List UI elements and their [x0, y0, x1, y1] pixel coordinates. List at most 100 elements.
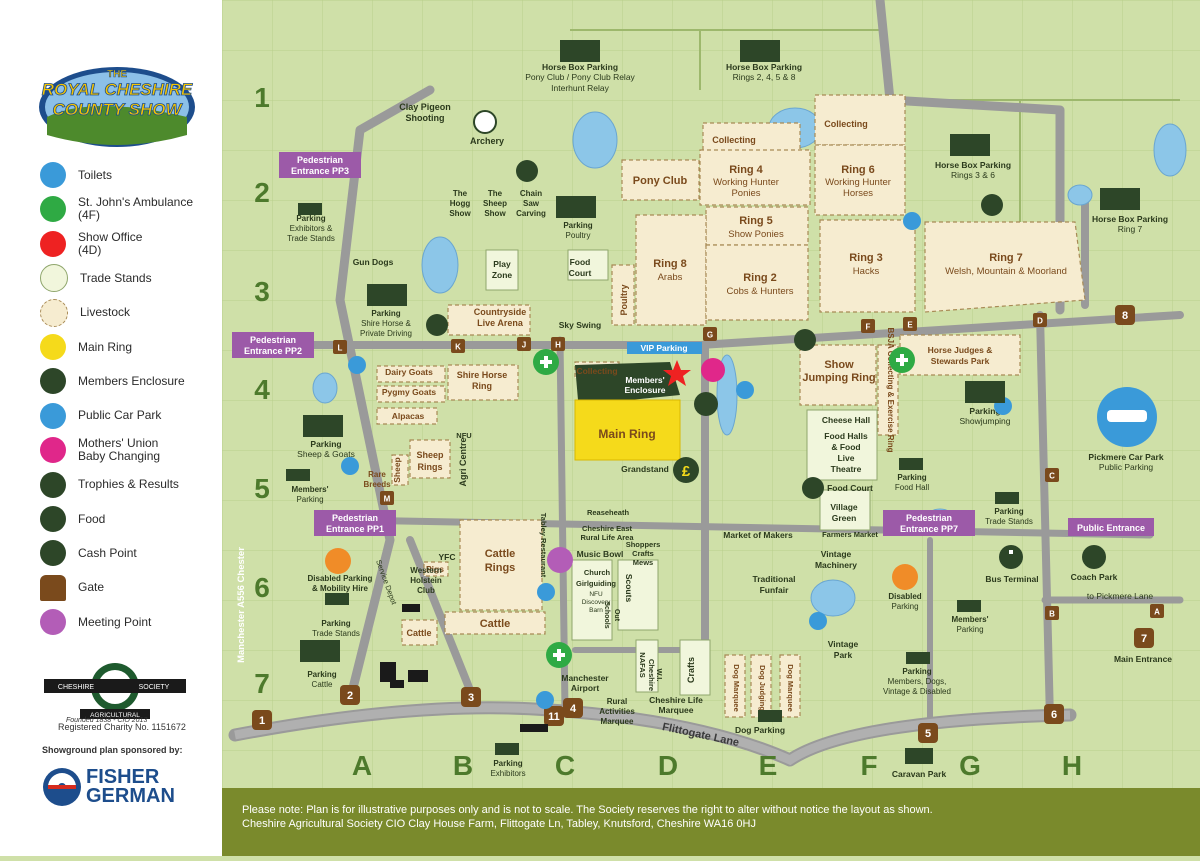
gate-number: 5 [925, 728, 931, 740]
map-label: Arabs [658, 272, 683, 283]
gate-letter-icon[interactable] [903, 317, 917, 331]
gate-letter: A [1154, 608, 1160, 617]
map-label: Parking [371, 309, 400, 318]
row-label: 3 [254, 276, 270, 307]
map-label: W.I. [655, 669, 664, 682]
map-label: Parking [969, 406, 1000, 416]
map-label: Enclosure [624, 385, 665, 395]
food-icon[interactable] [794, 329, 816, 351]
map-label: Parking [296, 495, 323, 504]
gate-letter: H [555, 341, 561, 350]
food-icon[interactable] [426, 314, 448, 336]
legend-label: Meeting Point [78, 614, 152, 629]
cash-point-icon[interactable] [673, 457, 699, 483]
toilets-icons [341, 212, 1012, 709]
map-label: to Pickmere Lane [1087, 591, 1153, 601]
map-label: Horse Box Parking [726, 62, 802, 72]
food-icon[interactable] [802, 477, 824, 499]
gate-letter: M [384, 495, 391, 504]
members-enclosure [575, 362, 680, 402]
legend-label: St. John's Ambulance(4F) [78, 195, 194, 223]
legend-label: Gate [78, 580, 105, 595]
baby-changing-icon [40, 437, 66, 464]
gate-icon [40, 574, 66, 601]
legend-item: Trophies & Results [40, 471, 179, 498]
map-icons: £ [286, 40, 1157, 764]
map-label: Poultry [619, 284, 629, 315]
gate-icon[interactable] [1115, 305, 1135, 325]
disabled-icon[interactable] [892, 564, 918, 590]
map-label: Pony Club / Pony Club Relay [525, 72, 635, 82]
trophy-icon[interactable] [694, 392, 718, 416]
star-icon[interactable] [663, 360, 691, 386]
row-label: 1 [254, 82, 270, 113]
disabled-icon[interactable] [325, 548, 351, 574]
map-label: Pigs [426, 564, 444, 574]
gate-icon[interactable] [461, 687, 481, 707]
gate-icon[interactable] [563, 698, 583, 718]
gate-letter-icon[interactable] [703, 327, 717, 341]
logo-text-1: THE [107, 69, 127, 80]
map-label: Barn [589, 607, 603, 614]
map-label: Live [837, 453, 854, 463]
gate-letter-icon[interactable] [1045, 468, 1059, 482]
map-label: Crafts [632, 549, 654, 558]
map-label: Food Halls [824, 431, 868, 441]
food-icon[interactable] [516, 160, 538, 182]
gate-icon[interactable] [544, 706, 564, 726]
gate-icon[interactable] [252, 710, 272, 730]
gate-number: 6 [1051, 709, 1057, 721]
gate-letter-icon[interactable] [1033, 313, 1047, 327]
map-label: Club [417, 586, 435, 595]
star-icon [40, 230, 66, 257]
livestock-icon [40, 298, 68, 327]
map-label: Live Arena [477, 318, 524, 328]
map-label: Rings [485, 562, 516, 574]
bus-icon[interactable] [999, 545, 1023, 569]
map-label: Court [569, 268, 592, 278]
food-icon[interactable] [981, 194, 1003, 216]
map-label: Interhunt Relay [551, 83, 609, 93]
gate-icon[interactable] [340, 685, 360, 705]
footer-line-2: Cheshire Agricultural Society CIO Clay H… [242, 818, 756, 830]
buildings [380, 604, 548, 732]
gate-icon[interactable] [1044, 704, 1064, 724]
gate-icon[interactable] [1134, 628, 1154, 648]
map-label: Holstein [410, 576, 442, 585]
gate-letter-icon[interactable] [517, 337, 531, 351]
gate-letter-icon[interactable] [451, 339, 465, 353]
gate-letter-icon[interactable] [1045, 606, 1059, 620]
trade-areas [485, 249, 878, 696]
map-label: Countryside [474, 307, 527, 317]
gate-letter: B [1049, 610, 1055, 619]
legend-item: Trade Stands [40, 264, 152, 293]
map-label: Sheep [483, 199, 507, 208]
map-label: Cheese Hall [822, 415, 870, 425]
archery-icon[interactable] [473, 110, 497, 134]
map-label: Parking [897, 473, 926, 482]
sponsor-logo: FISHER GERMAN [42, 767, 175, 807]
map-label: Parking [891, 602, 918, 611]
map-label: Pedestrian [332, 513, 378, 523]
coach-icon[interactable] [1082, 545, 1106, 569]
column-label: G [959, 750, 981, 781]
gate-letter-icon[interactable] [380, 491, 394, 505]
map-label: Parking [310, 439, 341, 449]
map-label: Stewards Park [931, 356, 990, 366]
map-label: Sheep [392, 457, 402, 483]
gate-letter-icon[interactable] [551, 337, 565, 351]
baby-changing-icon[interactable] [701, 358, 725, 382]
show-logo: THE ROYAL CHESHIRE COUNTY SHOW [32, 55, 195, 155]
gate-letter-icon[interactable] [333, 340, 347, 354]
map-label: Rural [607, 697, 627, 706]
map-label: Pedestrian [906, 513, 952, 523]
gate-icon[interactable] [918, 723, 938, 743]
map-label: Coach Park [1071, 572, 1118, 582]
meeting-point-icon[interactable] [547, 547, 573, 573]
map-label: Chain [520, 189, 542, 198]
gate-letter-icon[interactable] [861, 319, 875, 333]
map-label: Cobs & Hunters [726, 286, 793, 297]
society-text-right: SOCIETY [139, 684, 170, 691]
gate-letter-icon[interactable] [1150, 604, 1164, 618]
